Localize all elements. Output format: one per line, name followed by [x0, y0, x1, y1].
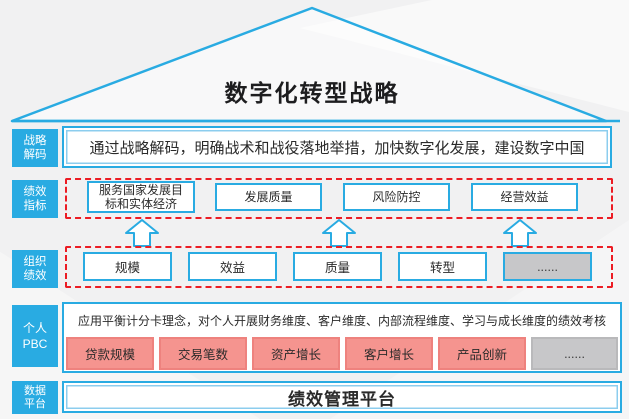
up-arrow-icon: [322, 219, 356, 247]
row-label-org-performance: 组织 绩效: [12, 250, 58, 288]
kpi-item-box: 发展质量: [215, 183, 322, 211]
row-label-line: 数据: [24, 384, 46, 397]
row-label-data-platform: 数据 平台: [12, 381, 58, 414]
row-label-line: 指标: [23, 200, 47, 212]
row-label-line: 绩效: [23, 186, 47, 198]
org-item-box: 规模: [83, 252, 172, 281]
pbc-item-box-more: ......: [531, 337, 618, 370]
org-item-box: 效益: [188, 252, 277, 281]
row-label-line: 战略: [23, 135, 47, 147]
diagram-title: 数字化转型战略: [224, 80, 400, 106]
row-label-line: PBC: [22, 337, 48, 351]
pbc-item-box: 资产增长: [252, 337, 340, 370]
kpi-item-box: 风险防控: [343, 183, 450, 211]
kpi-item-box: 经营效益: [471, 183, 578, 211]
row-label-kpi: 绩效 指标: [12, 180, 58, 218]
row-label-line: 平台: [24, 397, 46, 410]
up-arrow-icon: [125, 219, 159, 247]
org-item-box-more: ......: [503, 252, 592, 281]
row-label-strategy-decode: 战略 解码: [12, 129, 58, 167]
pbc-item-box: 贷款规模: [66, 337, 154, 370]
row-label-line: 个人: [22, 321, 47, 335]
up-arrow-icon: [503, 219, 537, 247]
pbc-item-box: 交易笔数: [159, 337, 247, 370]
platform-box: 绩效管理平台: [62, 381, 622, 413]
pbc-container-box: [62, 302, 622, 373]
kpi-item-box: 服务国家发展目标和实体经济: [87, 181, 195, 213]
pbc-description-text: 应用平衡计分卡理念，对个人开展财务维度、客户维度、内部流程维度、学习与成长维度的…: [77, 313, 606, 328]
row-label-line: 绩效: [23, 270, 47, 282]
strategy-decode-box: 通过战略解码，明确战术和战役落地举措，加快数字化发展，建设数字中国: [62, 126, 612, 168]
pbc-item-box: 产品创新: [438, 337, 526, 370]
pbc-item-box: 客户增长: [345, 337, 433, 370]
kpi-dashed-container: [65, 178, 613, 219]
org-item-box: 转型: [398, 252, 487, 281]
row-label-line: 组织: [23, 256, 47, 268]
row-label-line: 解码: [23, 149, 47, 161]
org-item-box: 质量: [293, 252, 382, 281]
org-dashed-container: [65, 246, 613, 288]
row-label-personal-pbc: 个人 PBC: [12, 305, 58, 367]
